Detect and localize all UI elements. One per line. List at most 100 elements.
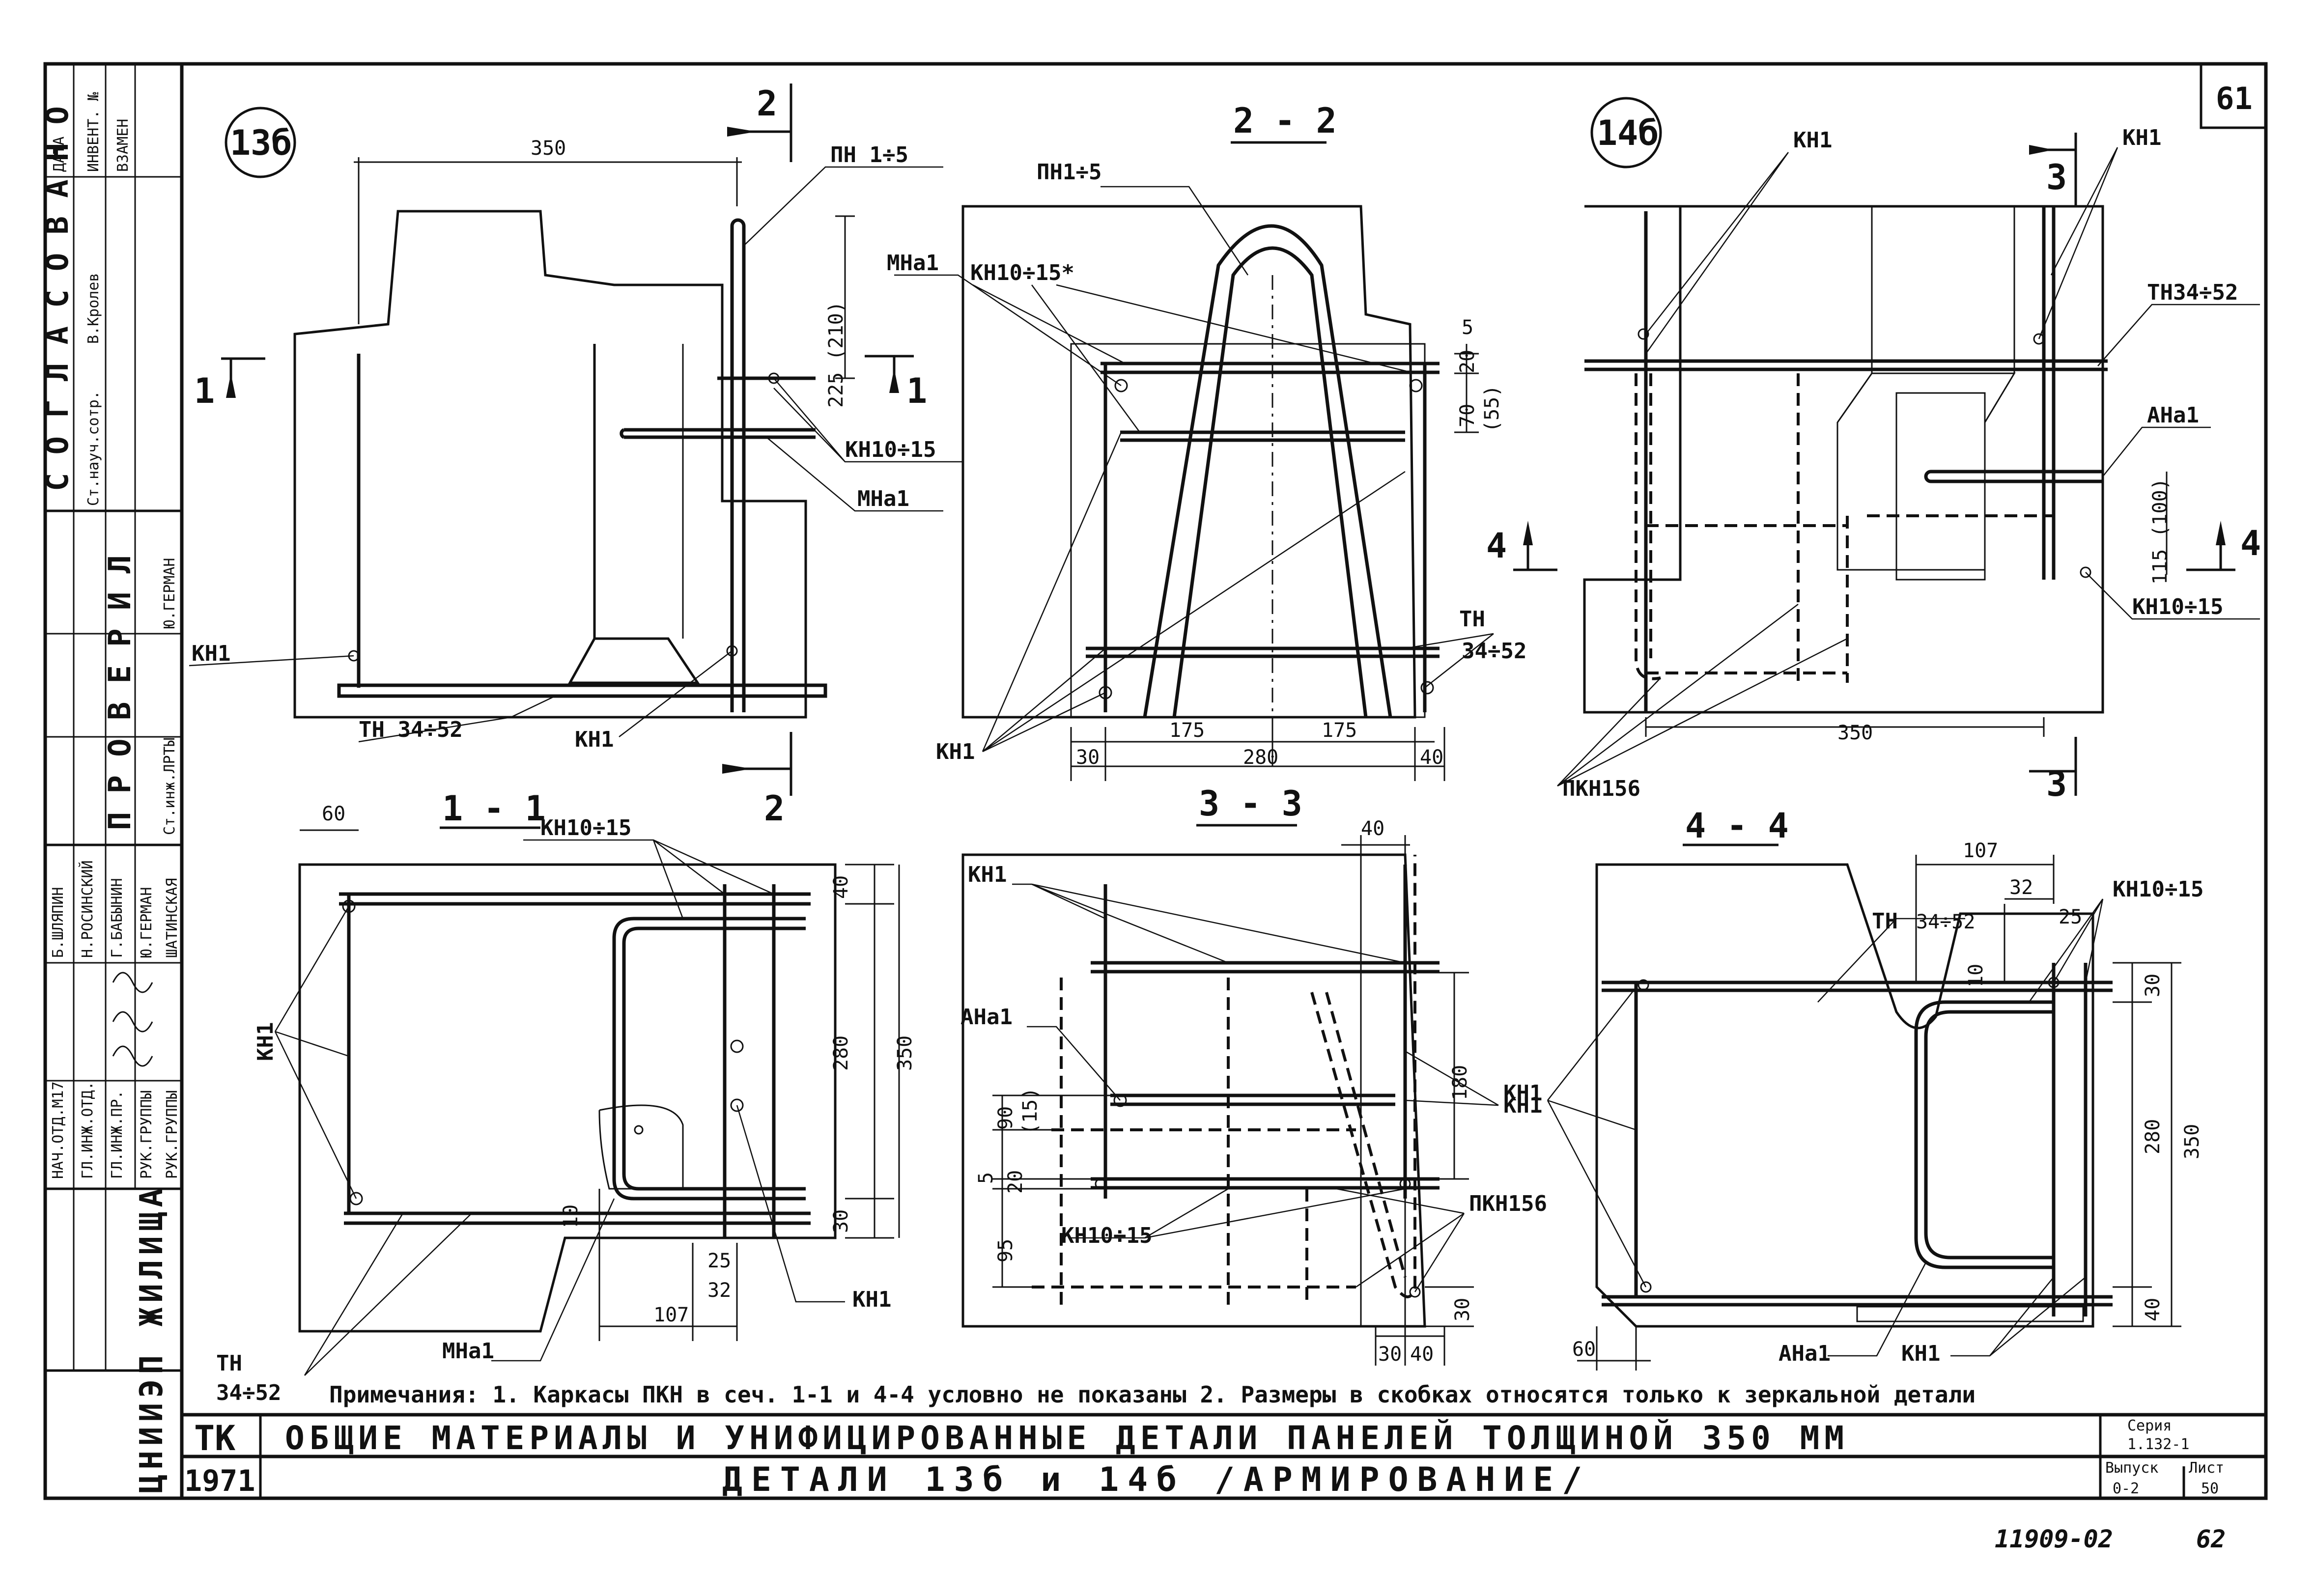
section-4-4-ana1-loop xyxy=(1914,1000,2054,1269)
section-3-3-dim-95: 95 xyxy=(994,1239,1017,1262)
section-4-4-dim-40: 40 xyxy=(2142,1298,2164,1321)
detail-14b-dim-115: 115 (100) xyxy=(2149,478,2172,585)
section-4-4-dim-25: 25 xyxy=(2059,906,2082,928)
detail-13b-badge: 13б xyxy=(230,123,292,163)
detail-13b-outline xyxy=(293,210,807,719)
stamp-role-4: РУК.ГРУППЫ xyxy=(138,1090,155,1179)
section-4-4-title: 4 - 4 xyxy=(1685,806,1789,846)
section-1-1-dim-25: 25 xyxy=(707,1250,731,1272)
page-number-box xyxy=(2200,62,2267,129)
sheet-frame xyxy=(43,62,2268,1500)
stamp-side-top-role: Ст.науч.сотр. xyxy=(85,391,102,506)
section-3-3-dim-30b: 30 xyxy=(1378,1343,1402,1366)
section-2-2-dim-55: (55) xyxy=(1481,385,1503,432)
section-3-3-label-kn1-right: КН1 xyxy=(1503,1093,1542,1118)
section-4-4-dim-60: 60 xyxy=(1572,1338,1596,1361)
detail-13b-pn-bar xyxy=(730,218,746,712)
detail-13b-mna1-bar xyxy=(620,428,816,439)
section-1-1-label-kn1-right: КН1 xyxy=(852,1287,891,1312)
stamp-header-repl: ВЗАМЕН xyxy=(114,119,132,172)
section-3-3-dim-5: 5 xyxy=(975,1172,997,1184)
section-2-2-dim-280: 280 xyxy=(1243,746,1278,769)
section-2-2-label-kn1: КН1 xyxy=(936,739,975,764)
detail-13b-label-pn: ПН 1÷5 xyxy=(830,142,908,168)
section-1-1-mna1-loop xyxy=(612,917,806,1201)
section-3-3-label-kn1015: КН10÷15 xyxy=(1061,1223,1152,1248)
section-1-1-label-kn1: КН1 xyxy=(253,1022,278,1061)
org-vertical: ЦНИИЭП ЖИЛИЩА xyxy=(134,1183,170,1493)
section-2-2-dim-20: 20 xyxy=(1456,350,1479,373)
section-1-1-dim-350: 350 xyxy=(894,1036,916,1071)
detail-13b-label-kn1015: КН10÷15 xyxy=(845,437,936,462)
section-1-1-dim-280: 280 xyxy=(830,1036,852,1071)
section-2-2-dim-175a: 175 xyxy=(1169,719,1205,742)
section-2-2-dim-70: 70 xyxy=(1456,404,1479,427)
stamp-side-top-name: В.Кролев xyxy=(85,273,102,344)
section-4-4-dim-10: 10 xyxy=(1965,964,1987,987)
detail-14b-label-ana1: АНа1 xyxy=(2147,403,2199,428)
section-1-1-dim-40: 40 xyxy=(830,875,852,899)
section-4-4-label-tn: ТН xyxy=(1872,909,1898,934)
section-2-2-label-mna1: МНа1 xyxy=(887,251,939,276)
section-4-4-label-kn1015: КН10÷15 xyxy=(2113,877,2203,902)
section-4-4-dim-350: 350 xyxy=(2181,1124,2203,1159)
section-3-3: 3 - 3 40 КН1 АНа1 180 xyxy=(960,784,1547,1366)
detail-14b-dim-350: 350 xyxy=(1837,722,1873,744)
section-3-3-label-kn1: КН1 xyxy=(968,862,1007,887)
section-1-1-dim-10: 10 xyxy=(560,1204,582,1228)
section-1-1-label-mna1: МНа1 xyxy=(442,1339,494,1364)
detail-13b-dim-225: 225 (210) xyxy=(825,301,847,408)
detail-14b-outline xyxy=(1583,205,2104,714)
stamp-role-2: ГЛ.ИНЖ.ОТД. xyxy=(79,1081,96,1179)
detail-13b-cut-2-top: 2 xyxy=(757,84,777,124)
detail-13b-tn-bar xyxy=(337,683,827,698)
section-4-4-label-kn1: КН1 xyxy=(1503,1081,1542,1106)
issue-label: Выпуск xyxy=(2105,1459,2158,1477)
section-3-3-dim-90: 90 xyxy=(994,1106,1017,1130)
detail-13b-inner-cavity xyxy=(567,344,700,684)
detail-14b-label-kn1015: КН10÷15 xyxy=(2132,594,2223,619)
section-1-1-dim-60: 60 xyxy=(322,803,345,825)
detail-13b-label-kn1-left: КН1 xyxy=(192,641,230,666)
sheet-label: Лист xyxy=(2189,1459,2224,1477)
archive-number: 11909-02 xyxy=(1995,1525,2113,1553)
section-4-4-outline xyxy=(1595,863,2094,1328)
section-3-3-pkn-dashed xyxy=(1310,855,1416,1298)
stamp-name-2: Н.РОСИНСКИЙ xyxy=(79,860,96,958)
section-1-1-dim-30: 30 xyxy=(830,1209,852,1233)
page-number: 61 xyxy=(2216,81,2253,116)
signature-1 xyxy=(112,972,153,993)
section-2-2-dim-30: 30 xyxy=(1076,746,1100,769)
sheet-year: 1971 xyxy=(184,1464,255,1498)
sheet-code: ТК xyxy=(194,1418,235,1458)
stamp-header-date: ДАТА xyxy=(51,137,68,172)
detail-13b-label-kn1-right: КН1 xyxy=(575,727,614,752)
series-value: 1.132-1 xyxy=(2127,1436,2189,1453)
section-1-1-label-kn1015: КН10÷15 xyxy=(540,815,631,840)
section-2-2-label-tn: ТН xyxy=(1459,607,1485,632)
detail-13b-dim-350-label: 350 xyxy=(531,137,566,160)
section-2-2-dim-175b: 175 xyxy=(1322,719,1357,742)
stamp-agreed: С О Г Л А С О В А Н О xyxy=(39,106,75,491)
detail-14b-cut-4-left: 4 xyxy=(1486,526,1507,566)
detail-13b-label-mna1: МНа1 xyxy=(857,486,909,511)
stamp-name-4: Ю.ГЕРМАН xyxy=(138,887,155,958)
section-1-1: 1 - 1 60 КН10÷15 КН1 40 280 350 30 xyxy=(216,788,916,1405)
detail-14b-elevation: 14б КН1 КН1 3 3 ТН34÷52 АНа1 xyxy=(1486,97,2261,804)
section-3-3-dim-40: 40 xyxy=(1361,817,1384,840)
detail-13b-cut-2-bottom: 2 xyxy=(764,788,785,829)
detail-14b-ana1 xyxy=(1924,470,2103,483)
stamp-role-5: РУК.ГРУППЫ xyxy=(164,1090,181,1179)
stamp-role-1: НАЧ.ОТД.М17 xyxy=(50,1081,67,1179)
section-4-4-label-kn1-right: КН1 xyxy=(1901,1341,1940,1366)
signature-2 xyxy=(112,1011,153,1033)
section-4-4-label-ana1: АНа1 xyxy=(1779,1341,1831,1366)
sheet-title-main: ОБЩИЕ МАТЕРИАЛЫ И УНИФИЦИРОВАННЫЕ ДЕТАЛИ… xyxy=(285,1419,1849,1457)
stamp-name-5: ШАТИНСКАЯ xyxy=(164,878,181,958)
section-2-2-pn-outer xyxy=(1143,224,1392,718)
detail-14b-cut-4-right: 4 xyxy=(2240,523,2261,563)
detail-14b-cut-3-bottom: 3 xyxy=(2046,764,2067,804)
section-2-2-label-kn1015: КН10÷15* xyxy=(970,260,1074,285)
stamp-role-3: ГЛ.ИНЖ.ПР. xyxy=(109,1090,126,1179)
general-notes: Примечания: 1. Каркасы ПКН в сеч. 1-1 и … xyxy=(329,1381,1976,1408)
